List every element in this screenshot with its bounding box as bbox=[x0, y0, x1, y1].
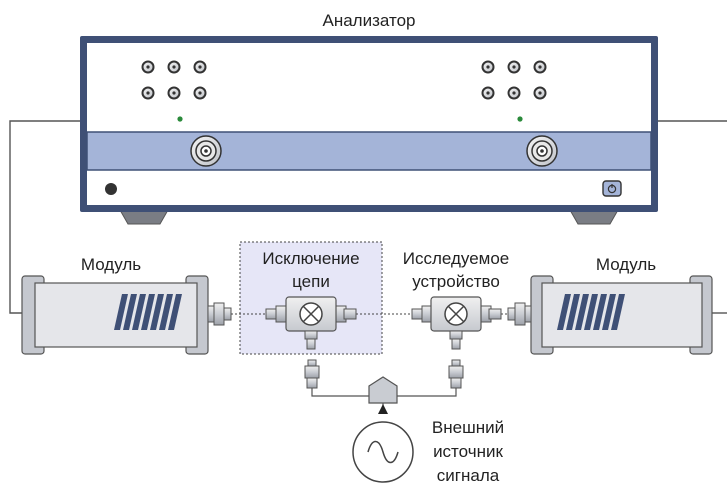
arrow-up-icon bbox=[378, 404, 388, 414]
mixer-dut bbox=[411, 296, 502, 350]
analyzer-port-band bbox=[86, 131, 652, 171]
module-right: Модуль bbox=[507, 255, 713, 355]
source-label-line1: Внешний bbox=[432, 418, 504, 437]
analyzer-foot-right bbox=[569, 209, 619, 225]
deembed-label-line1: Исключение bbox=[262, 249, 359, 268]
lo-connector-left bbox=[304, 359, 320, 389]
mixer-deembed bbox=[265, 296, 357, 350]
sine-wave-icon bbox=[367, 440, 399, 464]
power-button[interactable] bbox=[105, 183, 117, 195]
n-type-connector-icon[interactable] bbox=[526, 135, 558, 167]
analyzer-foot-left bbox=[119, 209, 169, 225]
analyzer-front-panel bbox=[87, 43, 651, 205]
module-left-label: Модуль bbox=[81, 255, 141, 274]
knob-group-right-centers bbox=[486, 65, 542, 95]
dut-label-line1: Исследуемое bbox=[403, 249, 510, 268]
knob-group-left-centers bbox=[146, 65, 202, 95]
module-right-label: Модуль bbox=[596, 255, 656, 274]
analyzer-label: Анализатор bbox=[323, 11, 416, 30]
led-right bbox=[517, 116, 523, 122]
source-label-line3: сигнала bbox=[437, 466, 500, 485]
cable-right bbox=[658, 120, 727, 314]
vent-grille bbox=[557, 294, 625, 330]
splitter-icon bbox=[368, 376, 398, 404]
source-label-line2: источник bbox=[433, 442, 503, 461]
n-type-connector-icon[interactable] bbox=[190, 135, 222, 167]
lo-connector-right bbox=[448, 359, 464, 389]
analyzer: Анализатор bbox=[80, 11, 658, 225]
deembed-label-line2: цепи bbox=[292, 272, 330, 291]
mixer-x-icon bbox=[444, 302, 468, 326]
module-left: Модуль bbox=[21, 255, 232, 355]
external-source bbox=[352, 421, 414, 483]
dut-label-line2: устройство bbox=[412, 272, 500, 291]
cable-left bbox=[9, 120, 80, 314]
led-left bbox=[177, 116, 183, 122]
mixer-x-icon bbox=[299, 302, 323, 326]
vent-grille bbox=[114, 294, 182, 330]
power-icon[interactable] bbox=[602, 180, 622, 197]
